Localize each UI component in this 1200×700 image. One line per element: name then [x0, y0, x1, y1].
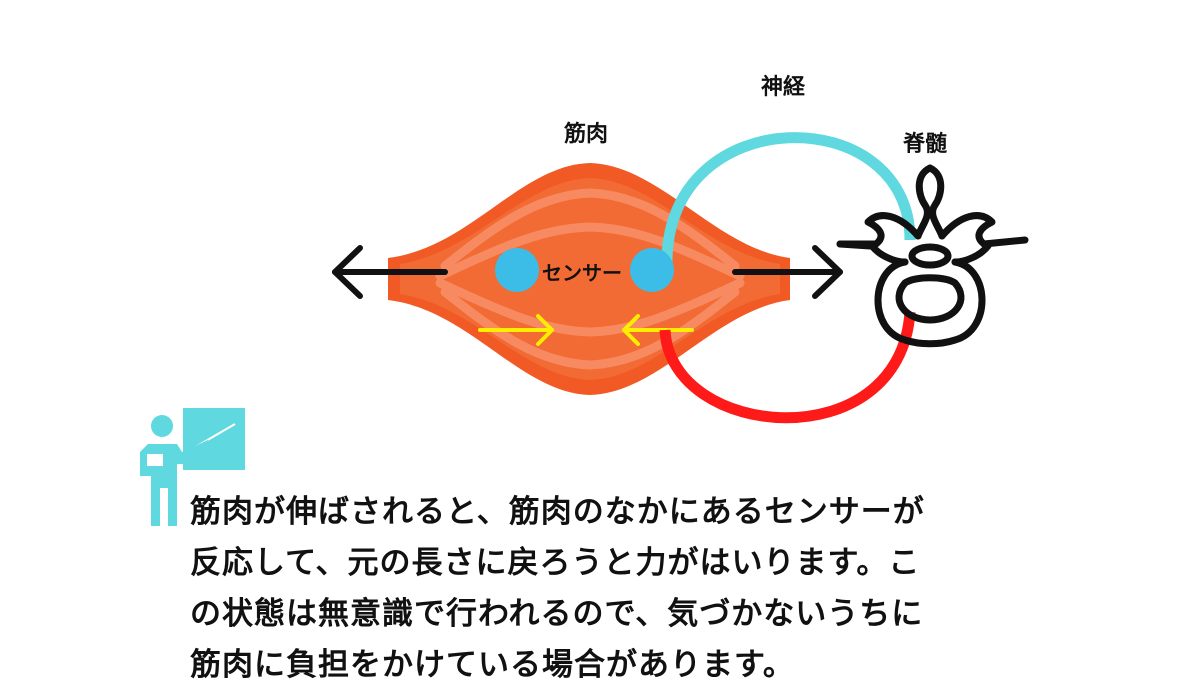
- label-spinal-cord: 脊髄: [903, 132, 948, 157]
- afferent-nerve-arc: [661, 132, 916, 263]
- explanation-line: 筋肉が伸ばされると、筋肉のなかにあるセンサーが: [190, 494, 925, 530]
- label-sensor: センサー: [542, 261, 622, 285]
- stretch-arrow-right: [732, 245, 843, 299]
- sensor-right: [630, 248, 674, 292]
- teacher-pointing-board-icon: [140, 408, 245, 526]
- label-nerve: 神経: [761, 75, 806, 100]
- contraction-arrow-left: [622, 314, 694, 346]
- vertebra-icon: [836, 164, 1029, 348]
- explanation-line: 筋肉に負担をかけている場合があります。: [190, 647, 795, 683]
- stretch-arrow-left: [332, 245, 448, 299]
- sensor-left: [495, 248, 539, 292]
- label-muscle: 筋肉: [564, 122, 609, 147]
- explanation-line: の状態は無意識で行われるので、気づかないうちに: [190, 596, 924, 632]
- explanation-line: 反応して、元の長さに戻ろうと力がはいります。こ: [190, 545, 921, 581]
- efferent-nerve-arc: [659, 311, 916, 424]
- contraction-arrow-right: [478, 314, 554, 346]
- explanation-text: 筋肉が伸ばされると、筋肉のなかにあるセンサーが 反応して、元の長さに戻ろうと力が…: [190, 487, 1070, 691]
